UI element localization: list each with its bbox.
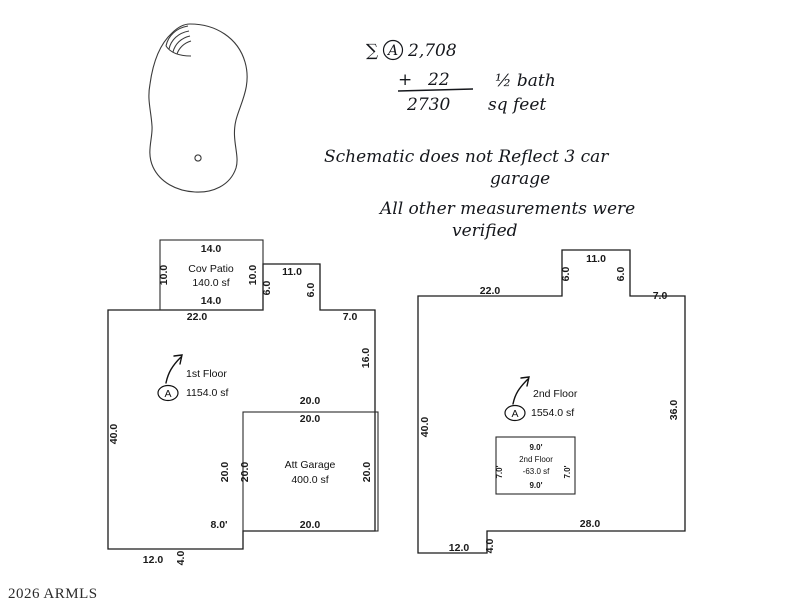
deduction-left-dim: 7.0'	[495, 465, 504, 478]
handwritten-note-verified: All other measurements were verified	[378, 199, 635, 241]
first-floor-area: 1154.0 sf	[186, 387, 229, 399]
first-floor-label: 1st Floor	[186, 368, 227, 380]
second-floor-marker-ring	[504, 404, 526, 422]
first-floor-notch-left-dim: 6.0	[261, 281, 273, 296]
att-garage-top-dim: 20.0	[300, 413, 321, 425]
pool-step-edge	[165, 45, 192, 57]
second-floor-step-rise-dim: 4.0	[484, 539, 496, 554]
note-garage-line2: garage	[490, 169, 550, 189]
first-floor-upper-right-run-dim: 7.0	[343, 311, 358, 323]
first-floor-arrow-shaft	[165, 356, 182, 384]
cov-patio-label: Cov Patio	[188, 263, 234, 275]
patio-left-dim: 10.0	[158, 265, 170, 286]
att-garage-left-outer-dim: 20.0	[219, 462, 231, 483]
second-floor-outline	[417, 249, 686, 554]
second-floor-arrow-shaft	[512, 378, 529, 405]
note-garage-line1: Schematic does not Reflect 3 car	[324, 147, 609, 167]
pool-drain-icon	[194, 154, 202, 162]
first-floor-left-dim: 40.0	[108, 424, 120, 445]
patio-top-dim: 14.0	[201, 243, 222, 255]
second-floor-marker-letter: A	[511, 408, 518, 420]
calc-half-bath-note: ½ bath	[495, 71, 556, 91]
deduction-bottom-dim: 9.0'	[529, 481, 542, 490]
second-floor-top-run-dim: 22.0	[480, 285, 501, 297]
sum-sigma-symbol: ∑	[366, 41, 378, 61]
cov-patio-outline	[159, 239, 264, 311]
att-garage-area: 400.0 sf	[291, 474, 328, 486]
deduction-right-dim: 7.0'	[563, 465, 572, 478]
pool-step-arc-1	[165, 25, 189, 47]
first-floor-arrow-head	[173, 354, 183, 365]
second-floor-bump-top-dim: 11.0	[586, 253, 606, 265]
pool-step-arc-3	[172, 35, 191, 53]
cov-patio-area: 140.0 sf	[192, 277, 229, 289]
note-verified-line2: verified	[452, 221, 518, 241]
second-floor-bump-left-dim: 6.0	[560, 267, 572, 282]
second-floor-bottom-right-dim: 28.0	[580, 518, 601, 530]
calc-total-unit: sq feet	[488, 95, 546, 115]
patio-right-dim: 10.0	[247, 265, 259, 286]
second-floor-arrow-head	[520, 376, 530, 387]
first-floor-marker-letter: A	[164, 388, 171, 400]
armls-watermark: 2026 ARMLS	[8, 586, 98, 602]
att-garage-right-dim: 20.0	[361, 462, 373, 483]
pool-step-arc-4	[176, 40, 192, 55]
deduction-area: -63.0 sf	[523, 467, 550, 476]
first-floor-step-rise-dim: 4.0	[175, 551, 187, 566]
att-garage-label: Att Garage	[285, 459, 336, 471]
calc-second-value: 22	[427, 70, 450, 90]
first-floor-top-run-dim: 22.0	[187, 311, 208, 323]
pool-group	[148, 23, 248, 193]
pool-step-arc-2	[168, 30, 190, 50]
second-floor-label: 2nd Floor	[533, 388, 578, 400]
first-floor-notch-right-dim: 6.0	[305, 283, 317, 298]
circled-a-letter: A	[386, 43, 398, 59]
handwritten-calculation: ∑ A 2,708 + 22 ½ bath 2730 sq feet	[366, 39, 556, 115]
deduction-top-dim: 9.0'	[529, 443, 542, 452]
second-floor-left-dim: 40.0	[419, 417, 431, 438]
first-floor-step-run-dim: 8.0'	[210, 519, 227, 531]
first-floor-group: 14.0 Cov Patio 140.0 sf 14.0 10.0 10.0 2…	[107, 239, 379, 566]
second-floor-area: 1554.0 sf	[531, 407, 574, 419]
calc-plus-operator: +	[398, 70, 412, 90]
first-floor-right-upper-dim: 16.0	[360, 348, 372, 369]
second-floor-right-dim: 36.0	[668, 400, 680, 421]
second-floor-deduction-outline	[495, 436, 576, 495]
patio-bottom-dim: 14.0	[201, 295, 222, 307]
circled-a-ring	[382, 39, 404, 61]
deduction-label: 2nd Floor	[519, 455, 553, 464]
handwritten-note-garage: Schematic does not Reflect 3 car garage	[324, 147, 609, 189]
first-floor-notch-top-dim: 11.0	[282, 266, 302, 278]
second-floor-bottom-left-dim: 12.0	[449, 542, 470, 554]
pool-outline	[148, 23, 248, 193]
calc-total-value: 2730	[406, 95, 450, 115]
first-floor-bottom-left-dim: 12.0	[143, 554, 164, 566]
calc-first-value: 2,708	[407, 41, 457, 61]
first-floor-marker-ring	[157, 384, 179, 402]
first-floor-outline	[107, 263, 376, 550]
second-floor-upper-right-run-dim: 7.0	[653, 290, 668, 302]
note-verified-line1: All other measurements were	[378, 199, 635, 219]
att-garage-bottom-dim: 20.0	[300, 519, 321, 531]
att-garage-outline	[242, 411, 379, 532]
second-floor-group: 22.0 6.0 11.0 6.0 7.0 40.0 36.0 12.0 4.0…	[417, 249, 686, 554]
second-floor-bump-right-dim: 6.0	[615, 267, 627, 282]
att-garage-left-inner-dim: 20.0	[239, 462, 251, 483]
calc-sum-rule	[397, 88, 474, 92]
first-floor-garage-top-outer-dim: 20.0	[300, 395, 321, 407]
